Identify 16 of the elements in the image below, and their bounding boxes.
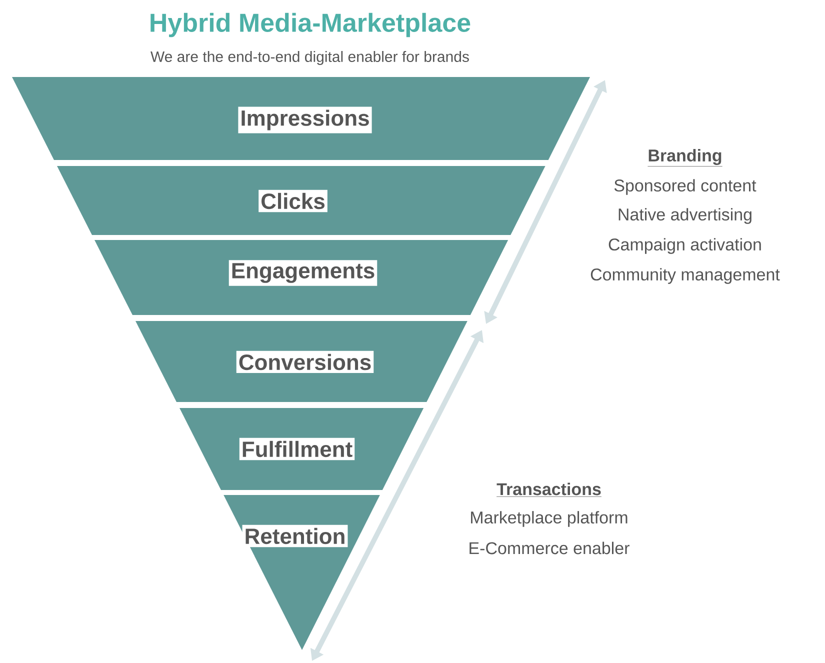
section-heading: Branding — [648, 149, 722, 167]
subtitle: We are the end-to-end digital enabler for brands — [150, 51, 469, 65]
service-text: Native advertising — [618, 208, 752, 224]
funnel-slice: Conversions — [136, 320, 468, 402]
funnel-slice: Retention — [224, 494, 380, 650]
funnel-slice: Clicks — [57, 166, 546, 235]
title: Hybrid Media-Marketplace — [150, 12, 470, 38]
section-heading: Transactions — [496, 482, 602, 497]
service-text: Sponsored content — [614, 179, 756, 195]
service-text: Campaign activation — [608, 238, 761, 254]
funnel-slice: Engagements — [94, 240, 508, 315]
service-text: E-Commerce enabler — [470, 542, 630, 554]
funnel-slice: Fulfillment — [180, 408, 424, 490]
service-text: Marketplace platform — [471, 511, 628, 527]
service-text: Community management — [590, 268, 780, 284]
funnel-slice: Impressions — [12, 77, 590, 160]
